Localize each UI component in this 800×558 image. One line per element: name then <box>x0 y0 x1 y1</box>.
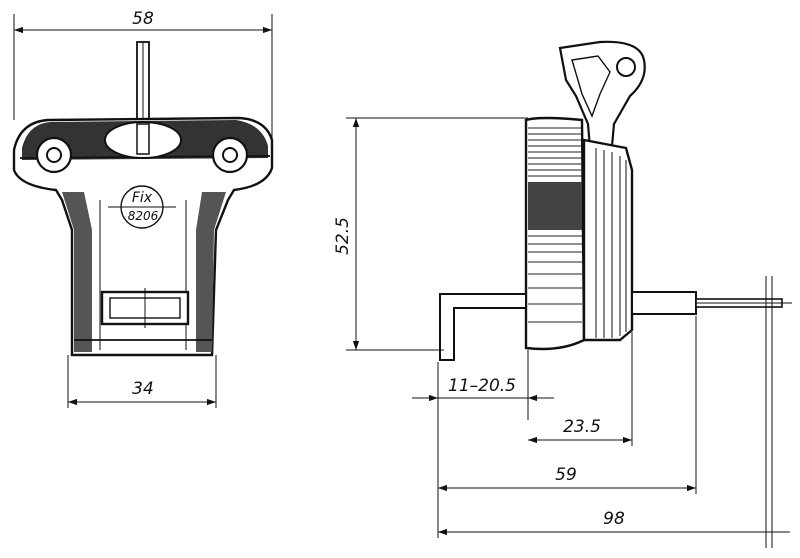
latch-slot <box>100 288 190 328</box>
maker-stamp: Fix 8206 <box>108 185 176 229</box>
dim-side-shaft-label: 59 <box>555 465 577 485</box>
dim-front-width: 58 <box>13 9 273 140</box>
dim-side-height: 52.5 <box>333 117 528 351</box>
front-body-shading <box>62 192 226 352</box>
side-cylinder <box>524 116 586 351</box>
key-bow <box>558 40 646 150</box>
side-shaft <box>631 276 792 330</box>
dim-front-width-label: 58 <box>132 9 154 29</box>
dim-side-overall-label: 98 <box>603 509 625 529</box>
dim-front-base-label: 34 <box>132 379 154 399</box>
side-view <box>439 40 792 361</box>
side-housing-lines <box>595 148 627 338</box>
front-view: Fix 8206 <box>12 41 274 357</box>
dim-side-body: 23.5 <box>528 332 633 446</box>
side-latch-arm <box>439 293 527 361</box>
dim-side-range: 11–20.5 <box>412 350 554 420</box>
dim-front-base: 34 <box>67 355 217 408</box>
side-cylinder-knurling <box>528 127 582 323</box>
mounting-hole-left <box>35 136 73 174</box>
mounting-hole-right <box>211 136 249 174</box>
side-housing <box>582 138 634 342</box>
dim-side-body-label: 23.5 <box>563 417 601 437</box>
dim-side-shaft: 59 <box>437 316 697 538</box>
dim-side-range-label: 11–20.5 <box>448 376 516 396</box>
dim-side-height-label: 52.5 <box>333 217 353 255</box>
stamp-logo: Fix <box>132 190 153 206</box>
stamp-code: 8206 <box>128 209 159 223</box>
dim-side-overall: 98 <box>438 330 790 548</box>
